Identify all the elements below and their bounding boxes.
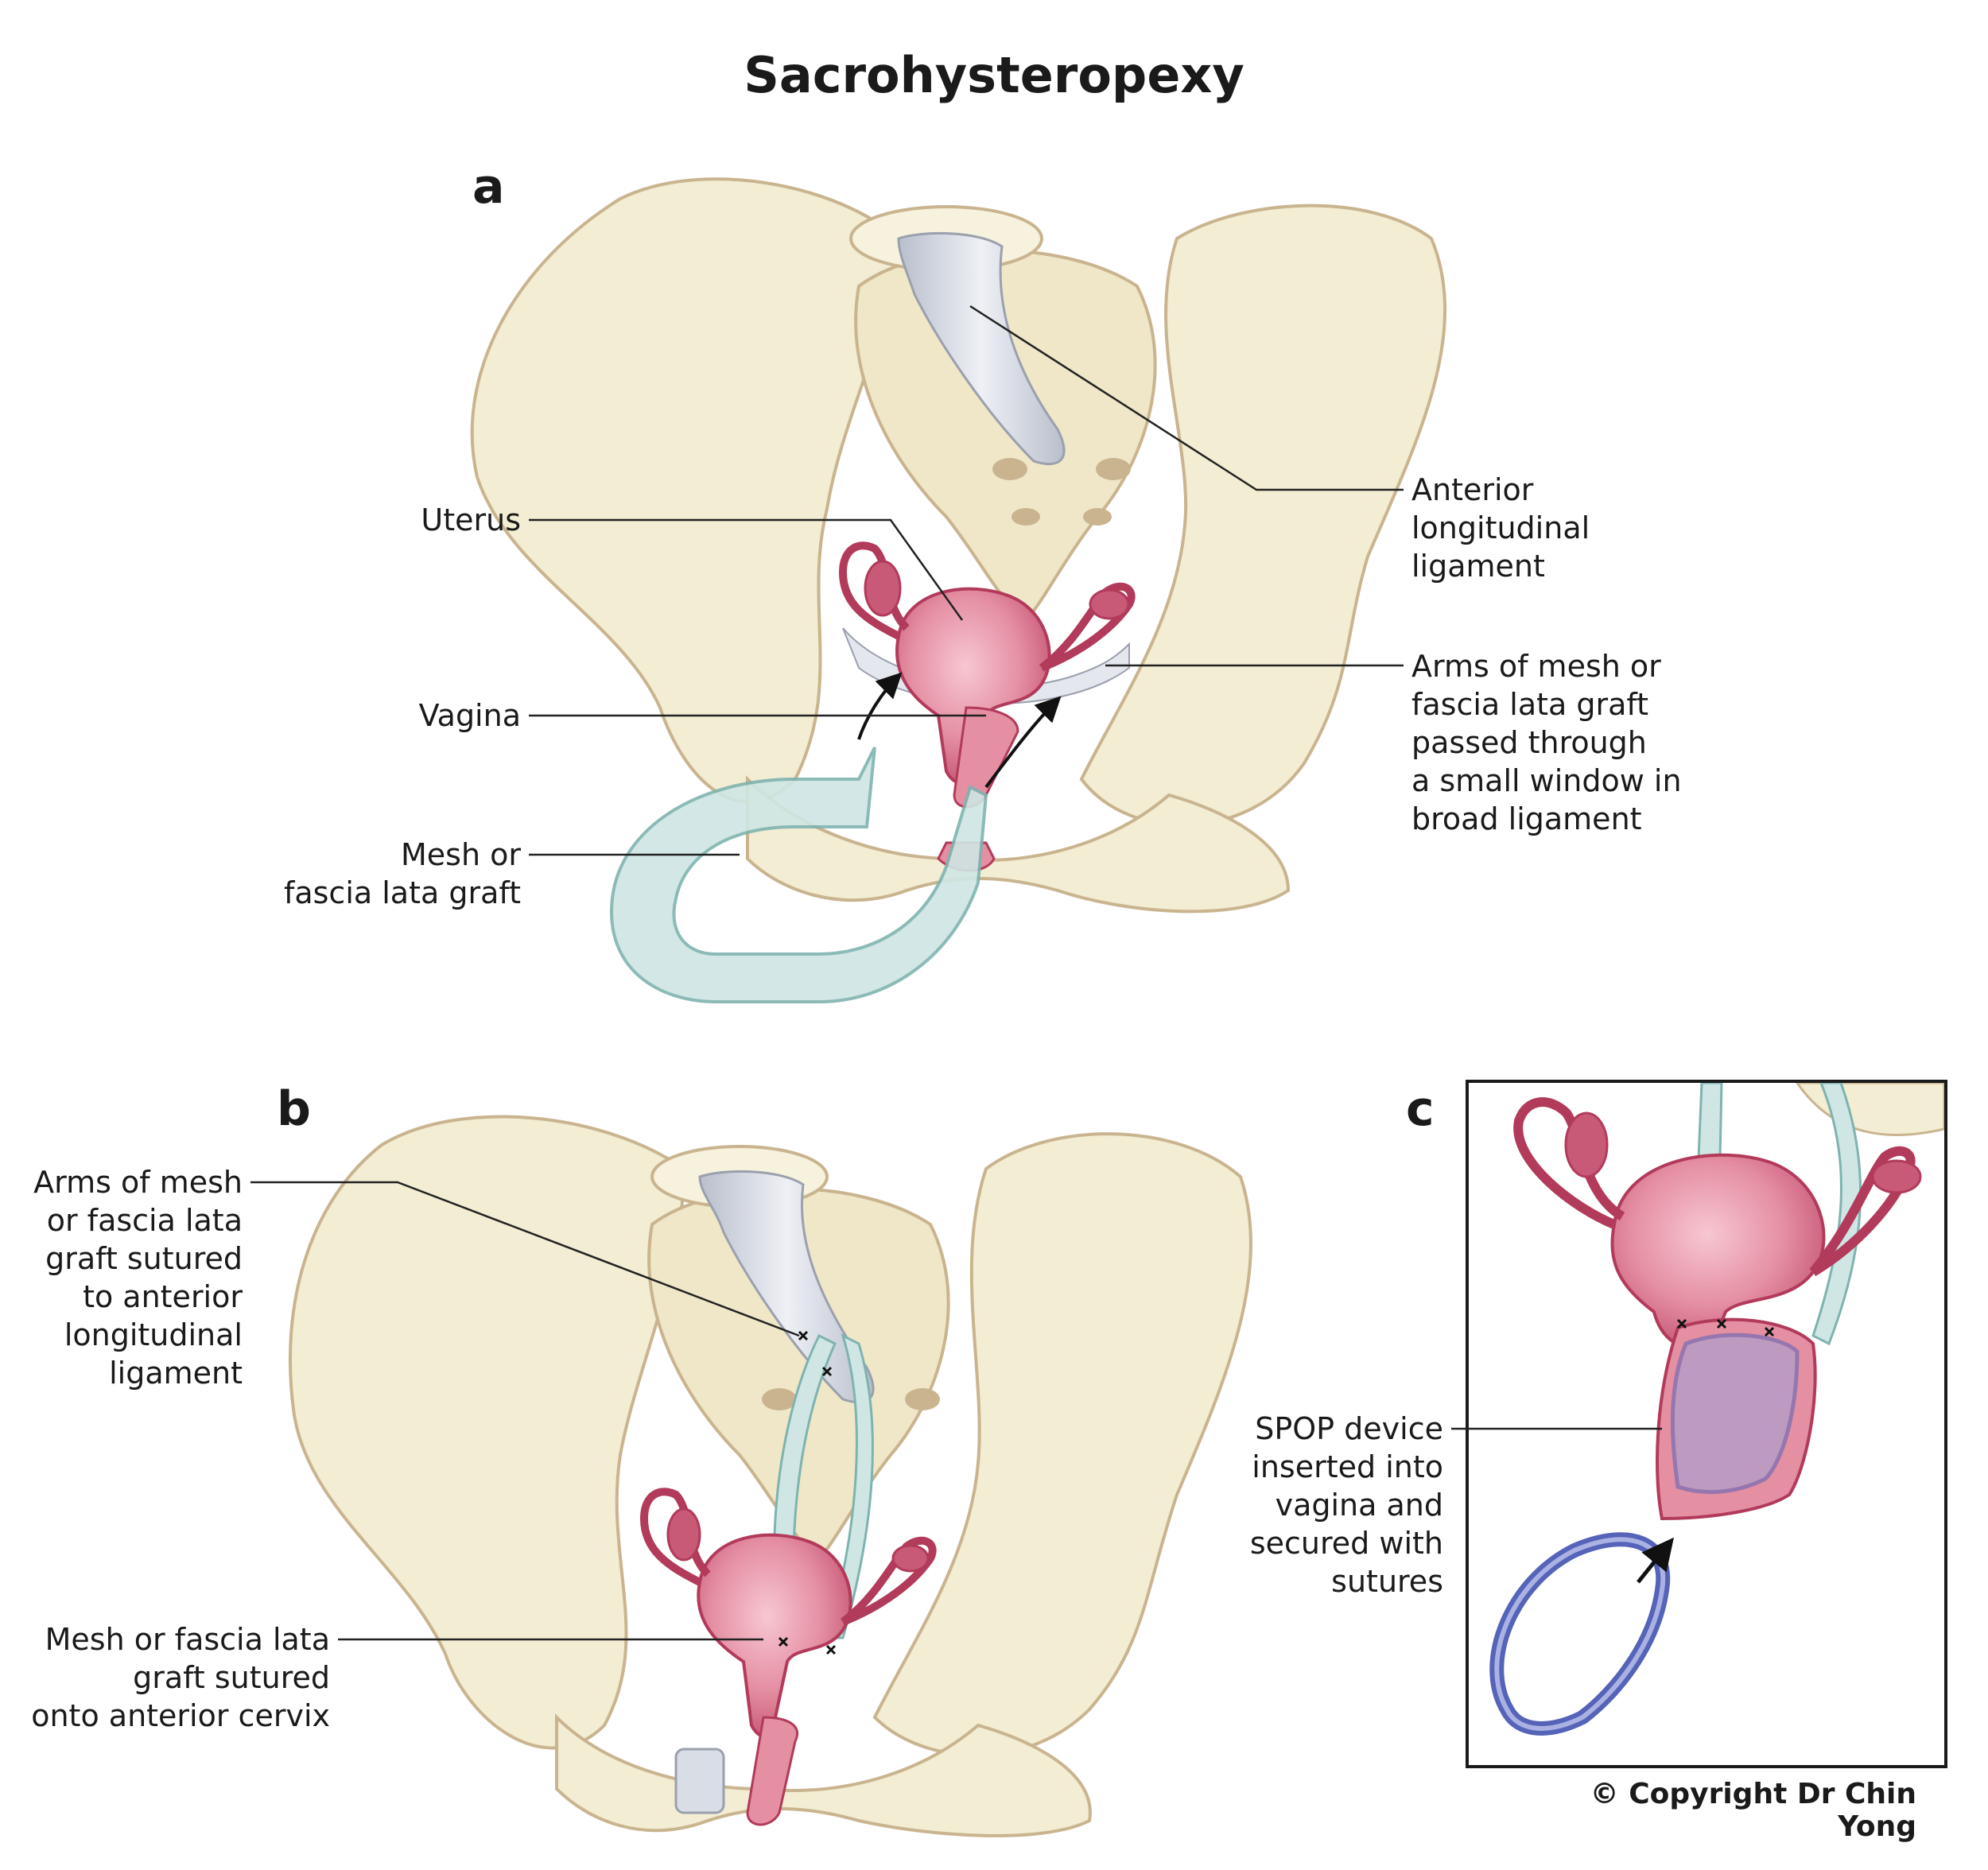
panel-a-pelvis <box>470 177 1447 1003</box>
label-uterus: Uterus <box>421 502 521 537</box>
copyright-notice: © Copyright Dr Chin Yong <box>1590 1778 1916 1843</box>
panel-b-left-ovary <box>666 1507 701 1562</box>
panel-c-letter: c <box>1406 1081 1435 1137</box>
panel-a-right-ovary <box>1089 588 1130 620</box>
panel-a-left-ovary <box>864 560 902 617</box>
label-mesh-graft: Mesh or fascia lata graft <box>283 837 521 910</box>
label-arms-passed: Arms of mesh or fascia lata graft passed… <box>1411 649 1682 836</box>
panel-a-right-iliac <box>1079 204 1447 827</box>
panel-a-arrow-left <box>857 672 903 740</box>
label-vagina: Vagina <box>418 698 521 733</box>
panel-b-symphysis <box>674 1748 725 1814</box>
page-title: Sacrohysteropexy <box>744 46 1244 104</box>
panel-b-right-tube <box>840 1536 937 1626</box>
panel-a-leader-uterus <box>529 518 964 621</box>
label-anterior-ligament: Anterior longitudinal ligament <box>1411 472 1590 584</box>
panel-a-arrow-right <box>984 696 1062 789</box>
panel-b-right-iliac <box>872 1132 1252 1757</box>
panel-a-sacrum <box>854 249 1157 623</box>
panel-a-right-tube <box>1039 582 1136 672</box>
panel-c-uterus <box>1610 1153 1826 1354</box>
panel-c-arrow <box>1637 1537 1674 1584</box>
panel-a-left-iliac <box>470 177 901 804</box>
panel-b-leader-arms <box>250 1181 800 1337</box>
panel-c <box>1451 1080 1947 1768</box>
panel-c-spop-inserted <box>1670 1333 1800 1494</box>
panel-c-right-ovary <box>1871 1159 1922 1194</box>
panel-a-vagina <box>953 706 1019 809</box>
panel-b-sutures <box>778 1330 837 1655</box>
panel-a-leader-ligament <box>969 305 1404 491</box>
label-mesh-cervix: Mesh or fascia lata graft sutured onto a… <box>31 1622 330 1733</box>
panel-b-pubis <box>555 1713 1092 1837</box>
panel-c-sutures <box>1676 1318 1775 1337</box>
panel-a-uterus <box>895 587 1051 786</box>
panel-b-letter: b <box>277 1081 311 1137</box>
label-spop-device: SPOP device inserted into vagina and sec… <box>1249 1411 1443 1599</box>
panel-b-left-iliac <box>289 1115 686 1750</box>
panel-b-pelvis <box>250 1115 1252 1837</box>
panel-b-right-ovary <box>891 1544 930 1573</box>
panel-a-letter: a <box>472 159 505 215</box>
panel-c-right-tube <box>1809 1146 1916 1277</box>
panel-b-uterus <box>697 1533 852 1740</box>
panel-a-ligament <box>897 231 1066 466</box>
panel-c-left-ovary <box>1564 1112 1609 1178</box>
panel-a-mesh-graft <box>610 747 988 1003</box>
label-arms-sutured: Arms of mesh or fascia lata graft suture… <box>33 1165 243 1391</box>
